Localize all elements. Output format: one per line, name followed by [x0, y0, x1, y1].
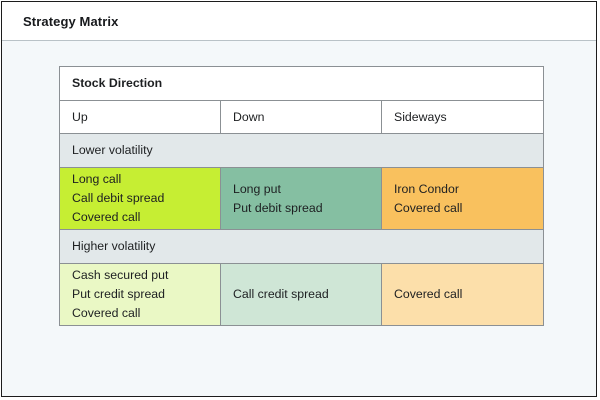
cell-line: Covered call — [394, 287, 463, 301]
title-bar: Strategy Matrix — [2, 2, 596, 41]
table-row-band-higher-volatility: Higher volatility — [58, 229, 545, 264]
cell-line: Covered call — [72, 306, 141, 320]
strategy-matrix-table: Stock Direction Up Down Sideways Lower v… — [58, 66, 545, 326]
table-row-title: Stock Direction — [58, 66, 545, 101]
cell-line: Long put — [233, 181, 281, 196]
cell-line: Covered call — [394, 200, 463, 215]
cell-higher-up: Cash secured put Put credit spread Cover… — [59, 263, 221, 326]
cell-line: Call credit spread — [233, 287, 329, 301]
cell-lower-down: Long put Put debit spread — [220, 167, 382, 230]
matrix-title-cell: Stock Direction — [58, 66, 545, 101]
cell-line: Iron Condor — [394, 181, 459, 196]
cell-line: Call debit spread — [72, 191, 165, 205]
cell-line: Put debit spread — [233, 200, 323, 215]
column-header-down: Down — [220, 100, 382, 134]
diagram-canvas: Stock Direction Up Down Sideways Lower v… — [2, 41, 596, 396]
page-title: Strategy Matrix — [23, 13, 119, 29]
table-row-higher-volatility: Cash secured put Put credit spread Cover… — [59, 263, 545, 326]
cell-line: Cash secured put — [72, 268, 169, 282]
cell-higher-down: Call credit spread — [220, 263, 382, 326]
column-header-sideways: Sideways — [380, 100, 545, 134]
band-label-lower-volatility: Lower volatility — [58, 133, 545, 168]
table-row-column-headers: Up Down Sideways — [59, 100, 545, 134]
cell-lower-sideways: Iron Condor Covered call — [380, 167, 545, 230]
cell-higher-sideways: Covered call — [380, 263, 545, 326]
column-header-up: Up — [59, 100, 221, 134]
cell-line: Covered call — [72, 210, 141, 224]
cell-lower-up: Long call Call debit spread Covered call — [59, 167, 221, 230]
band-label-higher-volatility: Higher volatility — [58, 229, 545, 264]
cell-line: Put credit spread — [72, 287, 165, 301]
table-row-band-lower-volatility: Lower volatility — [58, 133, 545, 168]
cell-line: Long call — [72, 172, 122, 186]
table-row-lower-volatility: Long call Call debit spread Covered call… — [59, 167, 545, 230]
